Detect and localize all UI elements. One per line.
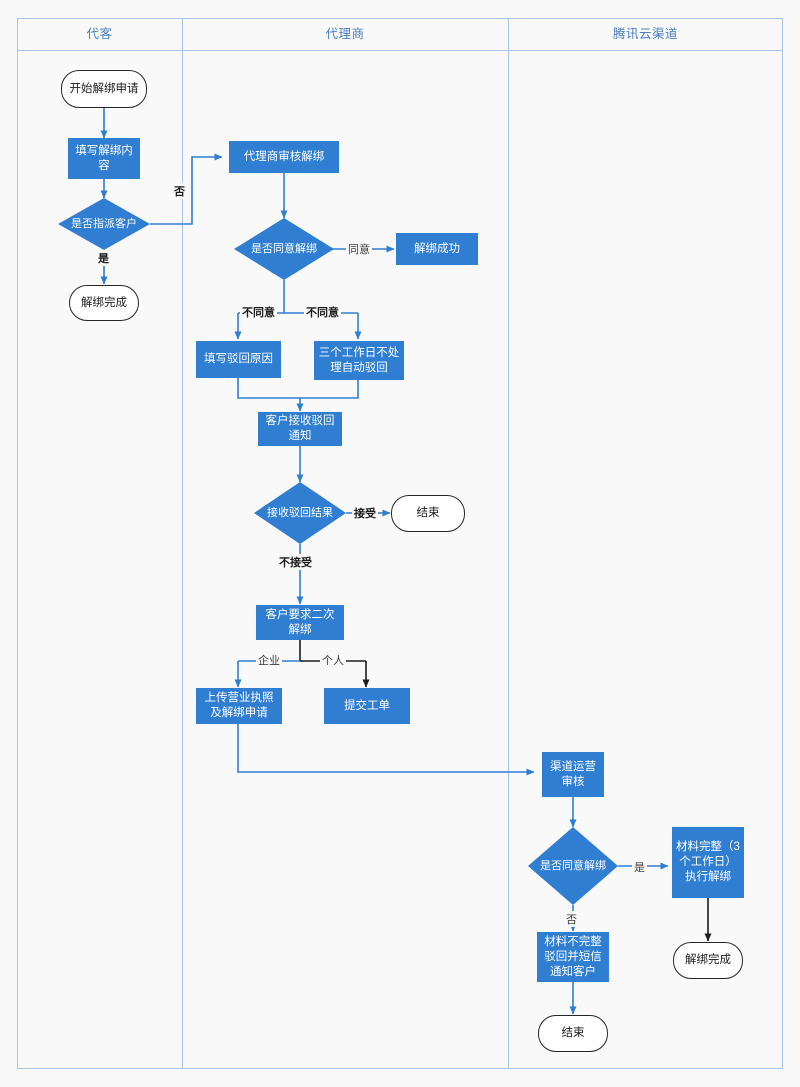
node-customer-notice[interactable]: 客户接收驳回通知 bbox=[258, 412, 342, 446]
edge-label-enterprise: 企业 bbox=[256, 652, 282, 668]
node-submit-ticket[interactable]: 提交工单 bbox=[324, 688, 410, 724]
edge-label-disagree-right: 不同意 bbox=[304, 304, 341, 320]
node-end-right[interactable]: 结束 bbox=[538, 1015, 608, 1052]
lane-divider-1 bbox=[182, 18, 183, 1069]
node-material-incomplete[interactable]: 材料不完整驳回并短信通知客户 bbox=[537, 932, 609, 982]
edge-label-disagree-left: 不同意 bbox=[240, 304, 277, 320]
node-agent-review[interactable]: 代理商审核解绑 bbox=[229, 141, 339, 173]
node-start-apply[interactable]: 开始解绑申请 bbox=[61, 70, 147, 108]
node-end-middle[interactable]: 结束 bbox=[391, 495, 465, 532]
node-reject-result[interactable]: 接收驳回结果 bbox=[254, 482, 346, 544]
lane-header-customer: 代客 bbox=[86, 27, 113, 41]
node-upload-license[interactable]: 上传营业执照及解绑申请 bbox=[196, 688, 282, 724]
node-agree-unbind-2-label: 是否同意解绑 bbox=[540, 860, 606, 872]
node-material-complete[interactable]: 材料完整（3个工作日）执行解绑 bbox=[672, 827, 744, 898]
node-reject-result-label: 接收驳回结果 bbox=[267, 507, 333, 519]
node-assign-customer[interactable]: 是否指派客户 bbox=[58, 198, 150, 250]
edge-label-yes-assign: 是 bbox=[96, 250, 111, 266]
node-agree-unbind-label: 是否同意解绑 bbox=[251, 243, 317, 255]
edge-label-agree: 同意 bbox=[346, 241, 372, 257]
node-fill-reject-reason[interactable]: 填写驳回原因 bbox=[196, 341, 281, 378]
node-unbind-done-left[interactable]: 解绑完成 bbox=[69, 285, 139, 321]
lane-header-agent: 代理商 bbox=[325, 27, 365, 41]
node-second-unbind[interactable]: 客户要求二次解绑 bbox=[256, 605, 344, 640]
edge-label-not-accept: 不接受 bbox=[277, 554, 314, 570]
edge-label-accept: 接受 bbox=[352, 505, 378, 521]
node-unbind-done-right[interactable]: 解绑完成 bbox=[673, 942, 743, 979]
node-fill-unbind[interactable]: 填写解绑内容 bbox=[68, 138, 140, 179]
swimlane-header-row bbox=[17, 18, 783, 51]
swimlane-frame bbox=[17, 18, 783, 1069]
node-agree-unbind-2[interactable]: 是否同意解绑 bbox=[528, 827, 618, 905]
node-auto-reject[interactable]: 三个工作日不处理自动驳回 bbox=[314, 341, 404, 380]
edge-label-yes-right: 是 bbox=[632, 859, 647, 875]
edge-label-no-assign: 否 bbox=[172, 183, 187, 199]
node-assign-customer-label: 是否指派客户 bbox=[71, 218, 137, 230]
node-agree-unbind[interactable]: 是否同意解绑 bbox=[234, 218, 334, 280]
edge-label-no-right: 否 bbox=[564, 911, 579, 927]
edge-label-individual: 个人 bbox=[320, 652, 346, 668]
node-channel-review[interactable]: 渠道运营审核 bbox=[542, 752, 604, 797]
node-unbind-success[interactable]: 解绑成功 bbox=[396, 233, 478, 265]
lane-header-tencent: 腾讯云渠道 bbox=[612, 27, 678, 41]
lane-divider-2 bbox=[508, 18, 509, 1069]
